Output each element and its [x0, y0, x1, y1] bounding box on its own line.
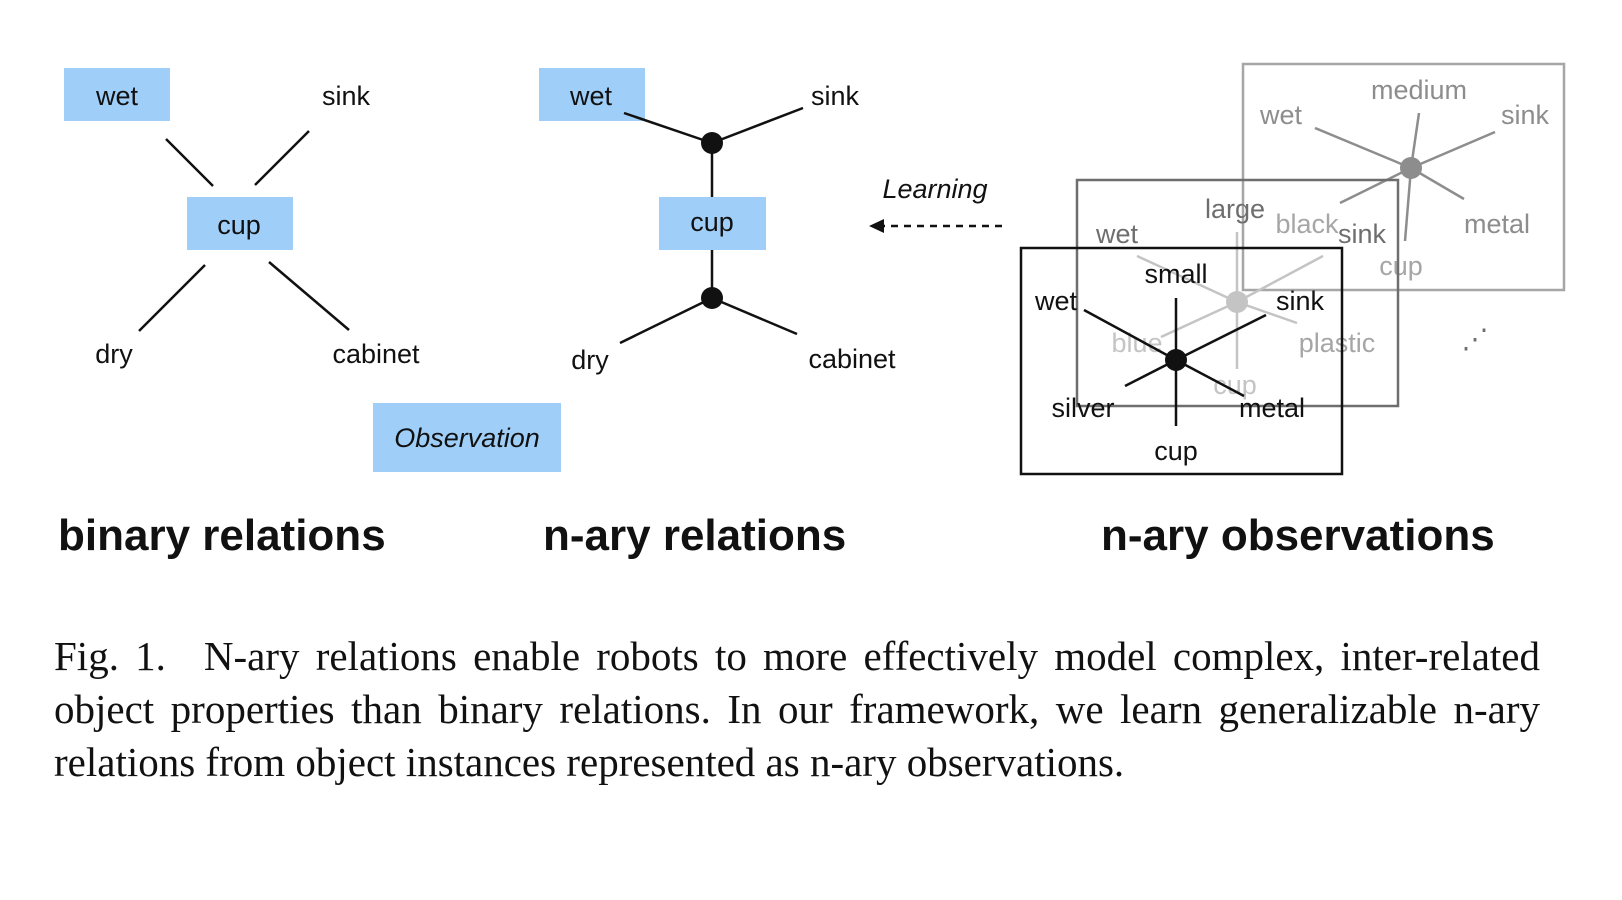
binary-edge-cabinet-cup — [268, 261, 350, 331]
observation-middle: black wet large sink blue plastic cup — [1075, 178, 1400, 408]
obs-front-small: small — [1144, 259, 1207, 289]
obs-front-cup: cup — [1154, 436, 1198, 466]
obs-back-wet: wet — [1259, 100, 1303, 130]
obs-mid-large: large — [1205, 194, 1265, 224]
observation-highlight — [373, 403, 561, 472]
observation-label-box: Observation — [373, 403, 561, 472]
obs-front-edge-sink — [1175, 313, 1267, 362]
binary-edge-sink-cup — [254, 130, 310, 186]
obs-front-edge-metal — [1175, 358, 1245, 398]
observation-back-frame — [1241, 62, 1566, 292]
obs-back-cup: cup — [1379, 251, 1423, 281]
binary-node-wet: wet — [95, 81, 139, 111]
figure-caption-label: Fig. 1. — [54, 633, 166, 679]
figure-caption-text: N-ary relations enable robots to more ef… — [54, 633, 1540, 785]
obs-back-medium: medium — [1371, 75, 1467, 105]
binary-cup-highlight — [187, 197, 293, 250]
nary-node-dry: dry — [571, 345, 609, 375]
obs-front-sink: sink — [1276, 286, 1325, 316]
obs-mid-edge-blue — [1160, 300, 1238, 339]
nary-node-cabinet: cabinet — [808, 344, 896, 374]
nary-relations-title: n-ary relations — [543, 511, 846, 560]
nary-edge-cabinet-hub — [711, 296, 798, 336]
nary-node-cup: cup — [690, 207, 734, 237]
nary-edge-dry-hub — [619, 296, 713, 345]
learning-label: Learning — [882, 174, 987, 204]
nary-relations-panel: wet sink cup dry cabinet n-ary relations — [539, 68, 896, 560]
obs-back-hub — [1400, 157, 1422, 179]
obs-back-sink: sink — [1501, 100, 1550, 130]
nary-cup-highlight — [659, 197, 766, 250]
obs-front-edge-wet — [1083, 308, 1177, 362]
nary-node-wet: wet — [569, 81, 613, 111]
obs-mid-blue: blue — [1111, 328, 1162, 358]
binary-edge-dry-cup — [138, 264, 206, 332]
obs-mid-wet: wet — [1095, 219, 1139, 249]
obs-back-edge-wet — [1314, 126, 1412, 170]
binary-edge-wet-cup — [165, 138, 214, 187]
obs-front-metal: metal — [1239, 393, 1305, 423]
binary-node-cabinet: cabinet — [332, 339, 420, 369]
observations-ellipsis: ⋰ — [1462, 324, 1489, 354]
obs-front-silver: silver — [1051, 393, 1114, 423]
obs-back-metal: metal — [1464, 209, 1530, 239]
observation-back: wet medium sink metal cup — [1241, 62, 1566, 292]
obs-mid-edge-wet — [1136, 254, 1238, 304]
obs-back-edge-black — [1339, 166, 1412, 205]
obs-mid-plastic: plastic — [1299, 328, 1376, 358]
figure-caption: Fig. 1.N-ary relations enable robots to … — [54, 630, 1540, 789]
nary-observations-title: n-ary observations — [1101, 511, 1495, 560]
observation-front: wet small sink silver metal cup — [1019, 246, 1344, 476]
nary-wet-highlight — [539, 68, 645, 121]
nary-edge-wet-hub — [623, 111, 713, 145]
obs-mid-hub — [1226, 291, 1248, 313]
nary-hub-bottom — [701, 287, 723, 309]
binary-node-cup: cup — [217, 210, 261, 240]
obs-front-wet: wet — [1034, 286, 1078, 316]
nary-observations-panel: wet medium sink metal cup black wet larg… — [1019, 62, 1566, 560]
binary-relations-panel: wet sink cup dry cabinet binary relation… — [58, 68, 420, 560]
obs-front-hub — [1165, 349, 1187, 371]
nary-node-sink: sink — [811, 81, 860, 111]
figure-diagram: wet sink cup dry cabinet binary relation… — [58, 62, 1566, 560]
binary-node-sink: sink — [322, 81, 371, 111]
binary-node-dry: dry — [95, 339, 133, 369]
obs-mid-sink: sink — [1338, 219, 1387, 249]
obs-mid-edge-sink — [1236, 254, 1324, 304]
obs-back-black: black — [1275, 209, 1339, 239]
obs-mid-cup: cup — [1213, 370, 1257, 400]
binary-relations-title: binary relations — [58, 511, 386, 560]
learning-arrow-head — [869, 219, 884, 233]
obs-back-edge-cup — [1403, 167, 1413, 242]
observation-middle-frame — [1075, 178, 1400, 408]
nary-hub-top — [701, 132, 723, 154]
binary-wet-highlight — [64, 68, 170, 121]
learning-arrow-group: Learning — [869, 174, 1002, 233]
obs-back-edge-sink — [1410, 130, 1496, 170]
observation-label: Observation — [394, 423, 540, 453]
observation-front-frame — [1019, 246, 1344, 476]
nary-edge-sink-hub — [711, 106, 804, 145]
